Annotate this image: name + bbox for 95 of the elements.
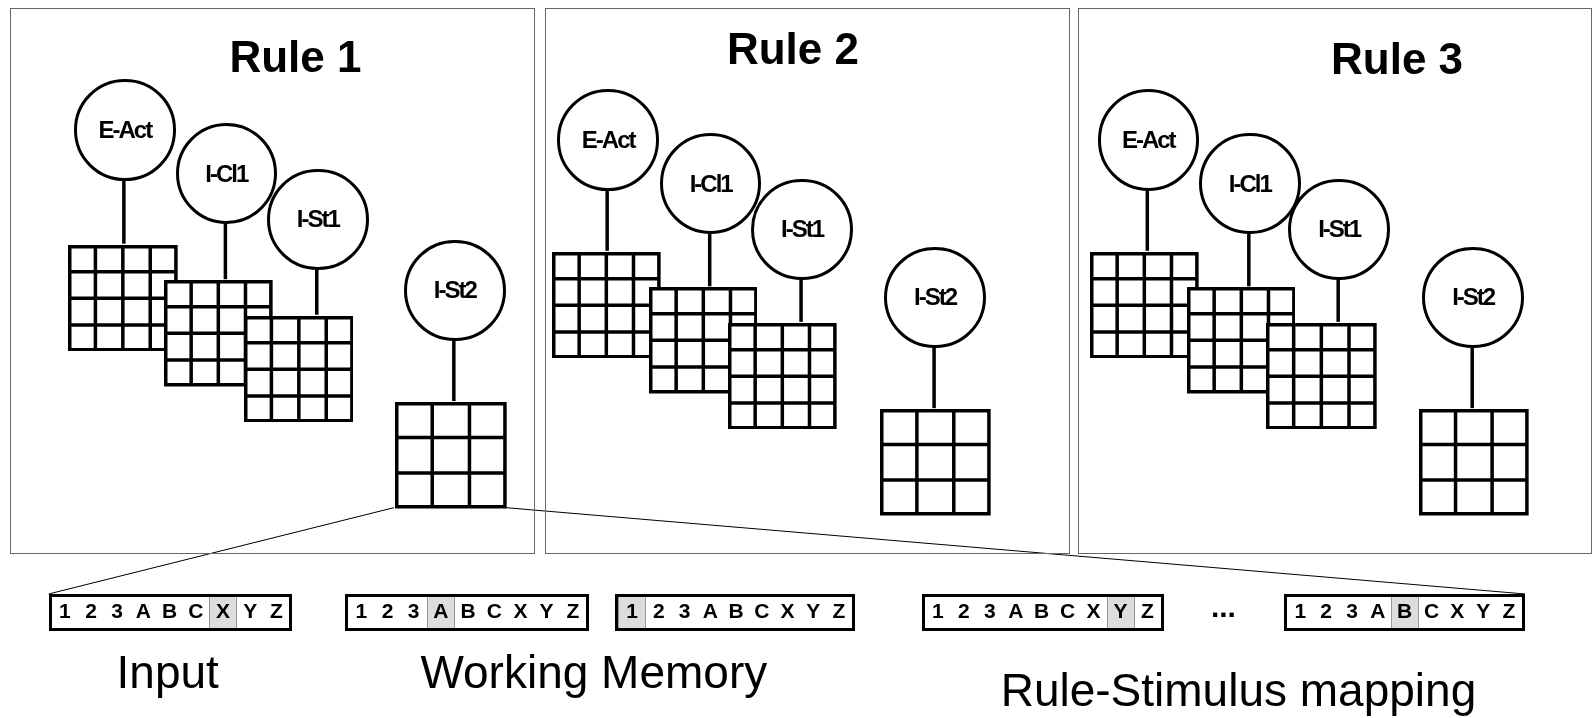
unit-label: E-Act xyxy=(98,115,152,144)
connector-line xyxy=(605,189,609,251)
strip-cell-text: B xyxy=(459,597,477,624)
strip-cell: B xyxy=(1390,596,1419,628)
connector-line xyxy=(932,347,936,409)
strip-cell-text: A xyxy=(1007,597,1025,624)
strip-cell-text: Z xyxy=(565,597,581,624)
caption-label: Input xyxy=(116,649,219,696)
unit-label: E-Act xyxy=(1121,126,1175,155)
strip-cell-text: 3 xyxy=(406,597,421,624)
strip-cell-text: 1 xyxy=(354,597,369,624)
strip-cell: Y xyxy=(1106,596,1135,628)
strip-cell: A xyxy=(426,596,455,628)
strip-cell-text: Z xyxy=(831,597,847,624)
strip-cell-text: 3 xyxy=(677,597,692,624)
cell-grid xyxy=(727,322,837,430)
cell-grid xyxy=(880,409,991,516)
strip-cell-text: B xyxy=(161,597,179,624)
connector-line xyxy=(1247,233,1251,287)
strip-cell-text: 2 xyxy=(380,597,395,624)
strip-cell-text: Z xyxy=(1140,597,1155,624)
strip-cell-text: C xyxy=(1059,597,1077,624)
strip-cell-text: B xyxy=(727,597,745,624)
strip-cell-text: X xyxy=(1085,597,1102,624)
strip-cell-text: X xyxy=(1449,597,1466,624)
strip-cell-text: 3 xyxy=(982,597,997,624)
strip-cell-text: C xyxy=(187,597,205,624)
unit-label: I-St2 xyxy=(1452,283,1495,312)
strip-cell-text: 2 xyxy=(652,597,666,624)
zoom-line xyxy=(505,507,1526,595)
caption-label: Working Memory xyxy=(420,649,768,696)
zoom-line xyxy=(48,507,395,595)
cell-grid xyxy=(552,251,661,359)
strip-cell-text: 1 xyxy=(931,597,945,624)
unit-label: I-St1 xyxy=(1318,215,1361,244)
strip-cell-text: 1 xyxy=(1293,597,1308,624)
unit-label: E-Act xyxy=(581,126,635,155)
symbol-strip xyxy=(345,593,589,631)
cell-grid xyxy=(243,315,354,423)
panel-title: Rule 1 xyxy=(229,34,362,79)
strip-cell-text: 2 xyxy=(1319,597,1333,624)
strip-cell-text: A xyxy=(1369,597,1387,624)
unit-label: I-Cl1 xyxy=(689,169,732,198)
strip-cell-text: 2 xyxy=(84,597,98,624)
connector-line xyxy=(223,223,228,280)
strip-cell-text: Y xyxy=(1475,597,1492,624)
strip-cell-text: C xyxy=(1422,597,1441,624)
strip-cell-text: 2 xyxy=(956,597,971,624)
unit-label: I-St1 xyxy=(781,215,824,244)
strip-cell-text: A xyxy=(701,597,719,624)
strip-cell-text: 1 xyxy=(58,597,72,624)
strip-cell: 1 xyxy=(618,596,646,628)
connector-line xyxy=(1470,347,1474,409)
unit-label: I-Cl1 xyxy=(1228,169,1271,198)
strip-cell-text: C xyxy=(485,597,503,624)
connector-line xyxy=(315,269,319,315)
strip-cell-text: X xyxy=(512,597,529,624)
connector-line xyxy=(1145,189,1150,251)
unit-label: I-St2 xyxy=(433,276,476,305)
symbol-strip xyxy=(48,593,293,631)
panel-title: Rule 3 xyxy=(1331,36,1464,81)
connector-line xyxy=(122,179,126,244)
connector-line xyxy=(707,233,712,287)
rule-panel xyxy=(10,8,536,555)
caption-label: Rule-Stimulus mapping xyxy=(1000,667,1477,714)
symbol-strip xyxy=(921,593,1164,631)
connector-line xyxy=(799,279,803,322)
strip-cell-text: B xyxy=(1033,597,1051,624)
cell-grid xyxy=(394,402,507,509)
strip-cell-text: 3 xyxy=(1345,597,1359,624)
connector-line xyxy=(1336,279,1340,322)
rule-panel xyxy=(545,8,1071,555)
symbol-strip xyxy=(1284,593,1525,631)
strip-cell-text: C xyxy=(753,597,771,624)
strip-cell: X xyxy=(208,596,238,628)
strip-cell-text: X xyxy=(779,597,796,624)
unit-label: I-St2 xyxy=(914,283,957,312)
unit-label: I-Cl1 xyxy=(205,159,248,188)
strip-cell-text: 3 xyxy=(110,597,125,624)
rule-panel xyxy=(1078,8,1592,555)
cell-grid xyxy=(68,244,178,352)
cell-grid xyxy=(1419,409,1529,516)
strip-cell-text: Y xyxy=(242,597,259,624)
panel-title: Rule 2 xyxy=(726,26,859,71)
symbol-strip xyxy=(615,593,855,631)
cell-grid xyxy=(1266,322,1377,430)
cell-grid xyxy=(1090,251,1200,359)
strip-cell-text: Y xyxy=(538,597,555,624)
strip-cell-text: Y xyxy=(805,597,822,624)
ellipsis-mark: ... xyxy=(1210,592,1236,623)
connector-line xyxy=(452,340,456,402)
strip-cell-text: Z xyxy=(1501,597,1517,624)
unit-label: I-St1 xyxy=(296,205,339,234)
strip-cell-text: A xyxy=(134,597,152,624)
strip-cell-text: Z xyxy=(268,597,284,624)
